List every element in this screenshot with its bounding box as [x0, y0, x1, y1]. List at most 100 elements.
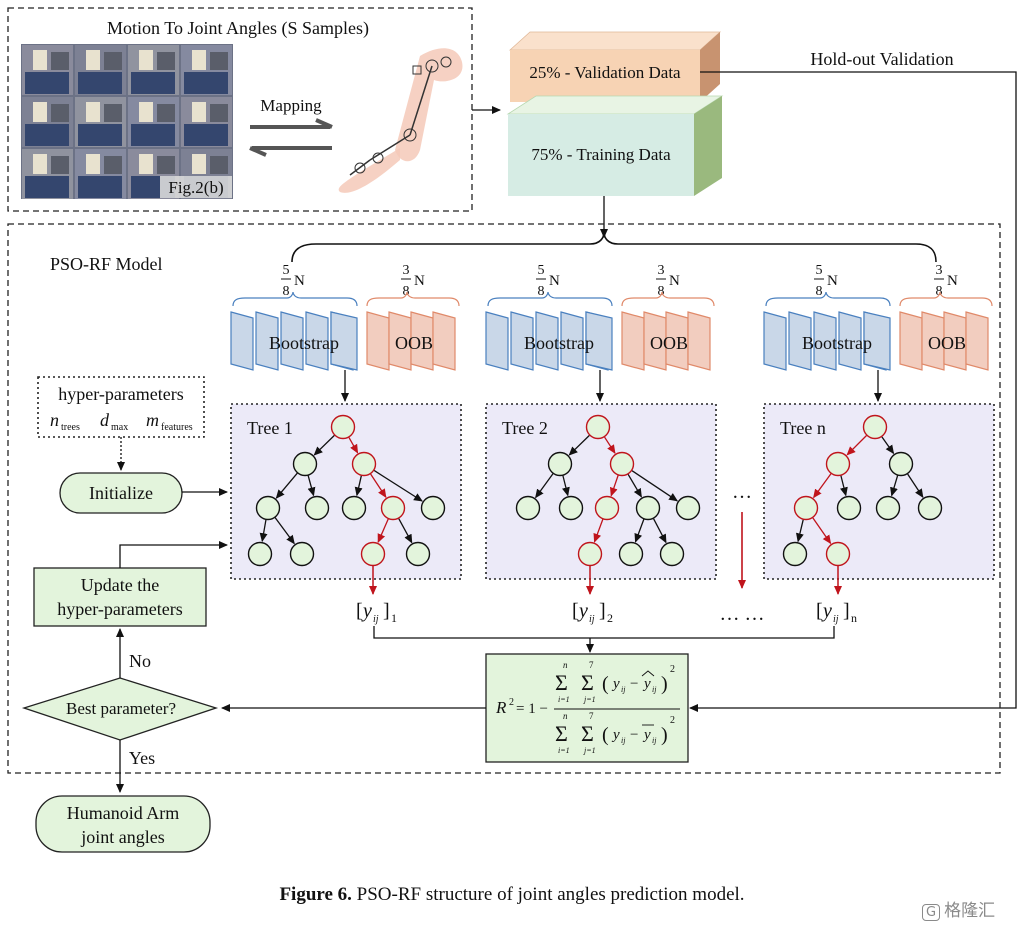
decision-path-edge — [348, 437, 359, 454]
pso-rf-box — [7, 223, 1001, 774]
tree-name: Tree n — [780, 418, 826, 438]
svg-text:ij: ij — [621, 736, 626, 745]
training-split-brace — [291, 231, 937, 263]
svg-text:i=1: i=1 — [558, 746, 570, 755]
svg-text:]: ] — [383, 600, 390, 622]
svg-text:n: n — [851, 611, 857, 625]
svg-text:N: N — [549, 273, 560, 289]
tree-edge — [307, 475, 316, 497]
bootstrap-fraction: 58N — [281, 263, 305, 299]
training-label: 75% - Training Data — [531, 145, 671, 164]
oob-label: OOB — [395, 333, 433, 353]
svg-text:y: y — [821, 600, 832, 622]
motion-box-title: Motion To Joint Angles (S Samples) — [107, 18, 369, 39]
oob-brace — [621, 291, 715, 307]
tree-node — [558, 495, 584, 521]
svg-text:n: n — [563, 660, 568, 670]
svg-text:(: ( — [602, 673, 609, 695]
svg-text:Initialize: Initialize — [89, 483, 153, 503]
svg-text:N: N — [669, 273, 680, 289]
svg-text:8: 8 — [403, 284, 410, 299]
svg-text:ij: ij — [833, 614, 839, 625]
tree-edge — [795, 519, 804, 543]
bootstrap-brace — [765, 291, 891, 307]
tree-node — [341, 495, 367, 521]
svg-text:features: features — [161, 422, 193, 433]
figure-caption: Figure 6. PSO-RF structure of joint angl… — [279, 884, 745, 905]
svg-text:trees: trees — [61, 422, 80, 433]
tree-edge — [259, 519, 268, 543]
svg-text:3: 3 — [658, 263, 665, 278]
humanoid-arm-illustration — [338, 48, 463, 193]
oob-block: OOB — [621, 311, 711, 371]
tree-edge — [840, 475, 848, 497]
svg-text:2: 2 — [670, 715, 675, 726]
oob-label: OOB — [928, 333, 966, 353]
more-outputs-dots: … … — [720, 603, 765, 625]
svg-text:hyper-parameters: hyper-parameters — [57, 599, 183, 619]
r-squared-formula-box: R 2 = 1 − n Σ i=1 7 Σ j=1 ( y ij − y ij … — [485, 653, 689, 763]
holdout-connector — [689, 71, 1017, 712]
decision-path-node — [351, 451, 377, 477]
validation-label: 25% - Validation Data — [529, 63, 681, 82]
svg-text:ij: ij — [652, 685, 657, 694]
tree-node — [875, 495, 901, 521]
humanoid-arm-output-node: Humanoid Arm joint angles — [35, 795, 211, 853]
decision-path-node — [825, 541, 851, 567]
tree-node — [782, 541, 808, 567]
decision-path-node — [360, 541, 386, 567]
bootstrap-fraction: 58N — [536, 263, 560, 299]
tree-edge — [627, 474, 642, 498]
tree-node — [547, 451, 573, 477]
svg-text:Humanoid Arm: Humanoid Arm — [67, 803, 180, 823]
tree-edge — [274, 517, 295, 545]
svg-text:8: 8 — [816, 284, 823, 299]
svg-text:joint angles: joint angles — [80, 827, 165, 847]
bootstrap-block: Bootstrap — [230, 311, 358, 371]
tree-node — [289, 541, 315, 567]
oob-fraction: 38N — [656, 263, 680, 299]
tree-edge — [652, 518, 667, 544]
tree-edge — [562, 475, 570, 497]
svg-text:(: ( — [602, 724, 609, 746]
tree-node — [888, 451, 914, 477]
svg-text:2: 2 — [670, 664, 675, 675]
decision-path-edge — [846, 435, 867, 456]
svg-text:[: [ — [356, 600, 363, 622]
svg-text:y: y — [611, 676, 620, 692]
svg-text:hyper-parameters: hyper-parameters — [58, 384, 184, 404]
tree-edge — [881, 436, 895, 455]
tree-edge — [275, 472, 298, 499]
svg-text:−: − — [630, 676, 638, 692]
svg-text:]: ] — [843, 600, 850, 622]
decision-path-node — [577, 541, 603, 567]
svg-text:y: y — [361, 600, 372, 622]
svg-text:8: 8 — [283, 284, 290, 299]
mapping-arrows-icon — [249, 118, 333, 157]
best-parameter-decision: Best parameter? — [21, 677, 219, 741]
svg-text:= 1 −: = 1 − — [516, 701, 548, 717]
tree-edge — [313, 434, 335, 456]
decision-path-node — [585, 414, 611, 440]
svg-text:y: y — [642, 727, 651, 743]
svg-text:2: 2 — [509, 697, 514, 708]
svg-text:7: 7 — [589, 711, 594, 721]
svg-text:R: R — [495, 698, 507, 717]
svg-text:8: 8 — [538, 284, 545, 299]
svg-text:8: 8 — [936, 284, 943, 299]
tree-node — [247, 541, 273, 567]
svg-text:]: ] — [599, 600, 606, 622]
output-collector — [373, 626, 835, 639]
svg-text:−: − — [630, 727, 638, 743]
no-label: No — [129, 651, 151, 671]
svg-text:N: N — [827, 273, 838, 289]
svg-text:5: 5 — [816, 263, 823, 278]
decision-path-edge — [609, 475, 619, 497]
svg-text:y: y — [577, 600, 588, 622]
svg-text:N: N — [414, 273, 425, 289]
oob-brace — [366, 291, 460, 307]
svg-text:ij: ij — [589, 614, 595, 625]
